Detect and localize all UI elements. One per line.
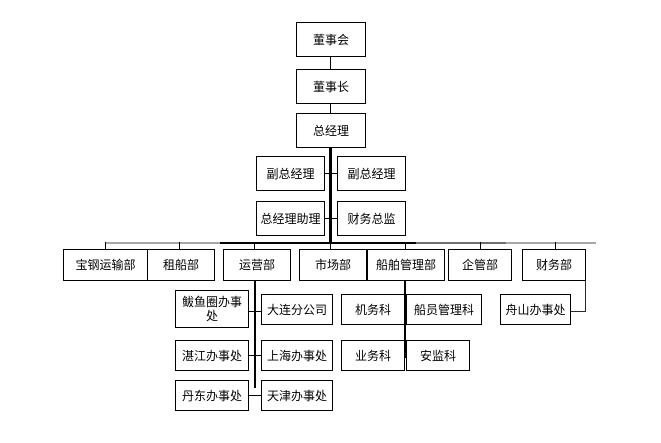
connector-drop-enterprise-mgmt xyxy=(480,242,481,250)
node-dept-enterprise-mgmt-label: 企管部 xyxy=(461,258,498,272)
node-dept-finance[interactable]: 财务部 xyxy=(522,249,586,281)
connector-drop-market xyxy=(330,242,331,250)
node-engineering-sec[interactable]: 机务科 xyxy=(341,294,405,325)
connector-shipmgmt-trunk xyxy=(404,278,406,358)
connector-board-to-chairman xyxy=(330,57,331,75)
node-zhanjiang-office-label: 湛江办事处 xyxy=(181,348,242,363)
node-gm-assistant-label: 总经理助理 xyxy=(260,211,321,226)
node-crew-mgmt-sec-label: 船员管理科 xyxy=(413,302,474,317)
node-deputy-gm-left[interactable]: 副总经理 xyxy=(256,156,325,191)
connector-drop-baogang xyxy=(105,242,106,250)
connector-dept-bar-mid xyxy=(220,242,416,244)
node-safety-sec[interactable]: 安监科 xyxy=(406,340,470,371)
node-dept-enterprise-mgmt[interactable]: 企管部 xyxy=(448,249,512,281)
connector-operations-trunk xyxy=(254,278,256,388)
node-chairman-label: 董事长 xyxy=(312,79,349,94)
node-engineering-sec-label: 机务科 xyxy=(354,302,391,317)
node-dept-market-label: 市场部 xyxy=(314,258,351,272)
node-board[interactable]: 董事会 xyxy=(296,22,366,57)
node-bayuquan-office[interactable]: 鲅鱼圈办事处 xyxy=(175,290,249,328)
node-shanghai-office-label: 上海办事处 xyxy=(266,348,327,363)
node-dalian-branch[interactable]: 大连分公司 xyxy=(261,294,333,325)
connector-dept-bar-right-a xyxy=(416,242,506,244)
node-bayuquan-office-label: 鲅鱼圈办事处 xyxy=(181,295,242,323)
node-general-manager[interactable]: 总经理 xyxy=(296,113,366,148)
connector-operations-row1-right xyxy=(256,311,264,312)
node-dept-ship-mgmt[interactable]: 船舶管理部 xyxy=(367,249,445,281)
node-shanghai-office[interactable]: 上海办事处 xyxy=(261,340,333,371)
node-gm-assistant[interactable]: 总经理助理 xyxy=(256,201,325,236)
node-dept-chartering[interactable]: 租船部 xyxy=(147,249,215,281)
connector-finance-elbow-vertical xyxy=(585,278,586,311)
node-dept-operations[interactable]: 运营部 xyxy=(223,249,291,281)
node-dalian-branch-label: 大连分公司 xyxy=(266,302,327,317)
node-dept-baogang-label: 宝钢运输部 xyxy=(75,258,136,272)
node-tianjin-office[interactable]: 天津办事处 xyxy=(261,380,333,411)
connector-gm-trunk xyxy=(329,148,332,242)
node-dandong-office-label: 丹东办事处 xyxy=(181,388,242,403)
node-business-sec-label: 业务科 xyxy=(354,348,391,363)
connector-dept-bar-left xyxy=(105,242,220,244)
connector-cfo-stub xyxy=(331,218,339,219)
connector-operations-row1-left xyxy=(248,311,256,312)
node-crew-mgmt-sec[interactable]: 船员管理科 xyxy=(406,294,482,325)
node-board-label: 董事会 xyxy=(312,32,349,47)
node-dept-ship-mgmt-label: 船舶管理部 xyxy=(375,258,436,272)
node-deputy-gm-right[interactable]: 副总经理 xyxy=(337,156,406,191)
node-zhanjiang-office[interactable]: 湛江办事处 xyxy=(175,340,249,371)
node-dept-finance-label: 财务部 xyxy=(535,258,572,272)
connector-dept-bar-right-b xyxy=(506,242,596,244)
node-dept-chartering-label: 租船部 xyxy=(162,258,199,272)
connector-assistant-stub xyxy=(324,218,331,219)
connector-drop-chartering xyxy=(179,242,180,250)
node-tianjin-office-label: 天津办事处 xyxy=(266,388,327,403)
node-dandong-office[interactable]: 丹东办事处 xyxy=(175,380,249,411)
connector-operations-row2-right xyxy=(256,355,264,356)
connector-operations-row3-right xyxy=(256,395,264,396)
connector-operations-row2-left xyxy=(248,355,256,356)
node-deputy-gm-left-label: 副总经理 xyxy=(266,166,315,181)
connector-deputy-left-stub xyxy=(324,173,331,174)
connector-finance-elbow-horizontal xyxy=(570,311,586,312)
node-zhoushan-office[interactable]: 舟山办事处 xyxy=(500,294,571,325)
node-chairman[interactable]: 董事长 xyxy=(296,69,366,104)
node-cfo[interactable]: 财务总监 xyxy=(337,201,406,236)
node-business-sec[interactable]: 业务科 xyxy=(341,340,405,371)
connector-drop-ship-mgmt xyxy=(405,242,406,250)
node-deputy-gm-right-label: 副总经理 xyxy=(347,166,396,181)
connector-deputy-right-stub xyxy=(331,173,339,174)
connector-drop-operations xyxy=(254,242,255,250)
node-general-manager-label: 总经理 xyxy=(312,123,349,138)
node-dept-baogang[interactable]: 宝钢运输部 xyxy=(63,249,148,281)
connector-drop-finance xyxy=(555,242,556,250)
node-dept-market[interactable]: 市场部 xyxy=(299,249,367,281)
node-safety-sec-label: 安监科 xyxy=(419,348,456,363)
node-zhoushan-office-label: 舟山办事处 xyxy=(505,302,566,317)
node-cfo-label: 财务总监 xyxy=(347,211,396,226)
node-dept-operations-label: 运营部 xyxy=(238,258,275,272)
connector-operations-row3-left xyxy=(248,395,256,396)
